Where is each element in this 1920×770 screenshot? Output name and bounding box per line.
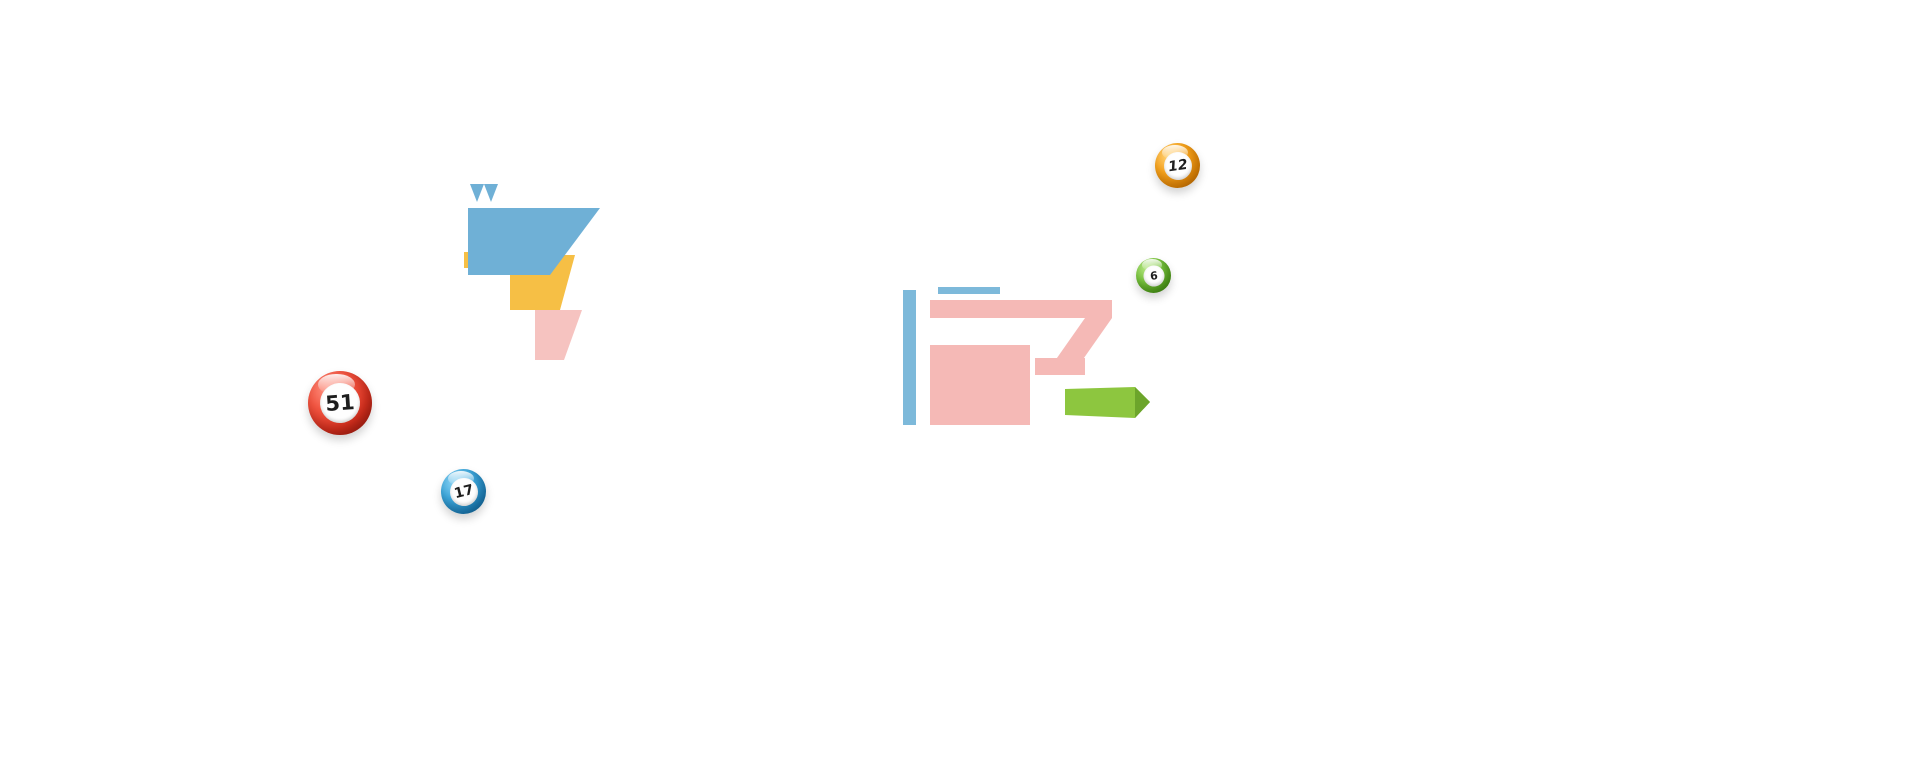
blue-vertical-bar-shape — [903, 290, 916, 425]
blue-dash-shape — [938, 287, 1000, 294]
green-underline-shape — [1065, 387, 1150, 418]
blue-ribbon-shape — [468, 208, 600, 275]
numeral-graphic — [903, 287, 1150, 425]
bingo-ball-blue: 17 — [441, 469, 486, 514]
bingo-ball-orange: 12 — [1155, 143, 1200, 188]
blue-notch-triangle-right — [484, 184, 498, 202]
bingo-ball-orange-number: 12 — [1161, 149, 1194, 182]
pink-block-shape — [930, 345, 1030, 425]
ribbon-illustration — [464, 184, 600, 360]
bingo-ball-green: 6 — [1136, 258, 1171, 293]
bingo-ball-green-number: 6 — [1141, 263, 1166, 288]
pink-ribbon-shape — [535, 310, 582, 360]
pink-top-band-shape — [930, 300, 1112, 318]
blue-notch-triangle-left — [470, 184, 484, 202]
pink-bottom-bar-shape — [1035, 358, 1085, 375]
bingo-ball-red-number: 51 — [318, 381, 362, 425]
bingo-ball-red: 51 — [308, 371, 372, 435]
bingo-ball-blue-number: 17 — [446, 474, 481, 509]
green-underline-tip — [1135, 387, 1150, 418]
